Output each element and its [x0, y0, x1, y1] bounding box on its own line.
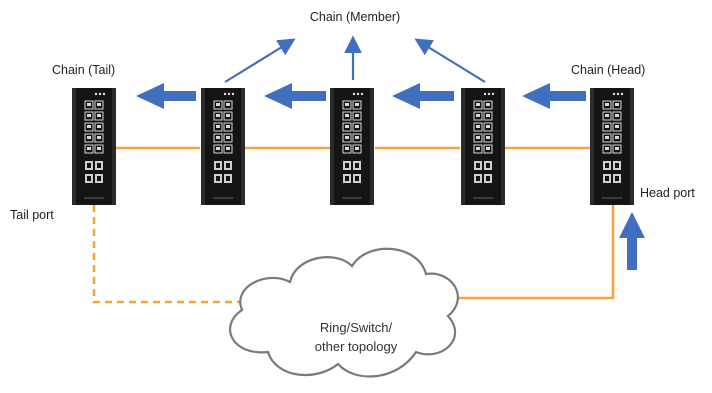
member-arrow-right	[414, 38, 486, 83]
head-solid-link	[438, 205, 615, 300]
chain-member-label: Chain (Member)	[309, 10, 401, 24]
arrow-left-3	[392, 83, 454, 109]
switch-member-2	[201, 88, 245, 205]
arrow-left-4	[522, 83, 586, 109]
head-port-label: Head port	[640, 186, 695, 200]
member-arrows	[224, 35, 486, 83]
switch-tail-1	[72, 88, 116, 205]
switch-member-4	[461, 88, 505, 205]
tail-port-label: Tail port	[10, 208, 54, 222]
cloud-label: Ring/Switch/ other topology	[290, 318, 422, 356]
forward-arrows	[136, 83, 586, 109]
arrow-left-2	[264, 83, 326, 109]
tail-dashed-link	[92, 205, 258, 304]
chain-head-label: Chain (Head)	[571, 63, 646, 77]
switch-member-3	[330, 88, 374, 205]
cloud-label-line-2: other topology	[314, 339, 398, 354]
chain-links	[92, 146, 615, 304]
chain-tail-label: Chain (Tail)	[52, 63, 116, 77]
switch-head-5	[590, 88, 634, 205]
cloud-label-line-1: Ring/Switch/	[319, 320, 393, 335]
switch-row	[72, 88, 634, 205]
head-port-arrow	[619, 212, 645, 270]
topology-cloud	[229, 247, 459, 378]
arrow-left-1	[136, 83, 196, 109]
member-arrow-left	[224, 38, 296, 83]
